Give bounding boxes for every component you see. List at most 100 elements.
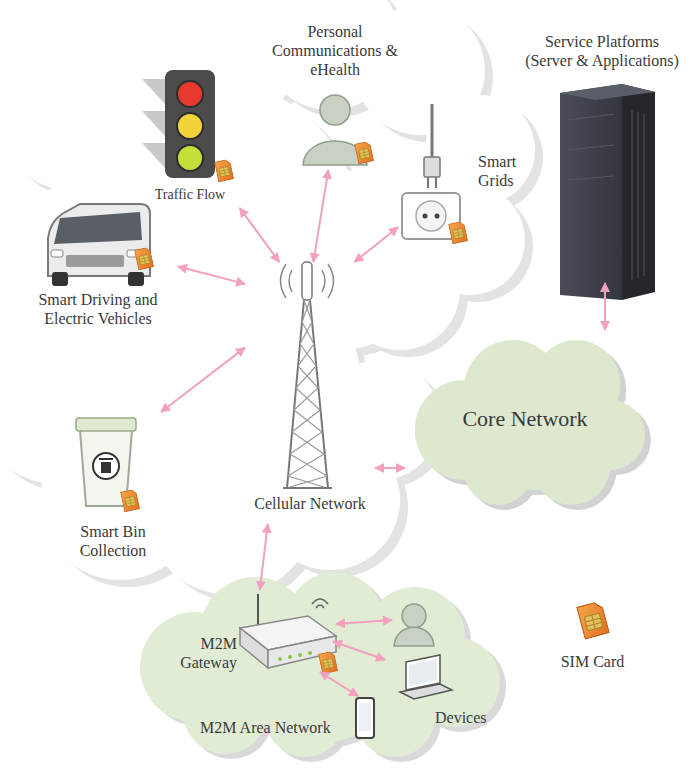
- traffic-light: [142, 111, 166, 137]
- device-link-arrows: [336, 620, 392, 624]
- server-icon: [560, 84, 655, 100]
- device-icons: [356, 604, 452, 738]
- tower-node: Cellular Network: [245, 262, 375, 524]
- gateway-icon: [240, 628, 268, 668]
- plug-socket-icon: [402, 104, 468, 244]
- bin-icon: [76, 418, 140, 512]
- cloud-fill: [183, 670, 267, 754]
- link-arrow: [178, 267, 245, 284]
- server-icon: [560, 84, 655, 300]
- sim-card-icon: [577, 601, 609, 639]
- link-arrow: [313, 170, 328, 262]
- devices-node: Devices: [385, 598, 500, 741]
- cell-tower: [310, 300, 328, 488]
- van-icon: [52, 272, 68, 286]
- gateway-icon: [268, 636, 336, 668]
- van-icon: [48, 204, 150, 276]
- sim-card-icon: [573, 598, 613, 644]
- gateway-icon: [288, 655, 292, 659]
- traffic-light: [142, 79, 166, 105]
- device-link-arrows: [320, 672, 358, 696]
- background-cloud: [0, 0, 543, 602]
- link-arrow: [333, 642, 385, 660]
- server-icon: [560, 84, 622, 300]
- link-arrow: [375, 467, 405, 469]
- device-node: Smart Grids: [398, 100, 528, 242]
- device-link-arrows: [320, 620, 392, 696]
- node-label: Cellular Network: [245, 494, 375, 513]
- gateway-icon: [257, 594, 259, 630]
- cell-tower: [287, 300, 304, 488]
- bin-icon: [99, 458, 113, 460]
- sim-card-icon: [135, 247, 154, 270]
- van-icon: [54, 212, 142, 244]
- node-label: Smart Driving and Electric Vehicles: [18, 290, 178, 328]
- plug-socket-icon: [424, 157, 440, 177]
- gateway-icon: [240, 616, 336, 650]
- person-icon: [303, 141, 367, 165]
- device-icons: [356, 698, 374, 738]
- plug-socket-icon: [423, 214, 428, 219]
- gateway-icon: [240, 594, 338, 674]
- node-label: Service Platforms (Server & Applications…: [522, 32, 682, 70]
- link-arrow: [604, 283, 606, 330]
- van-icon: [128, 272, 144, 286]
- gateway-icon: [312, 599, 328, 608]
- node-label: Devices: [435, 708, 500, 727]
- device-node: Traffic Flow: [135, 68, 245, 208]
- gateway-icon: [308, 651, 312, 655]
- device-icons: [406, 655, 440, 690]
- bin-icon: [76, 418, 136, 431]
- legend-entry: SIM Card: [545, 598, 640, 674]
- device-icons: [409, 659, 437, 686]
- bin-icon: [93, 453, 119, 479]
- plug-socket-icon: [435, 214, 440, 219]
- cell-tower: [283, 487, 332, 489]
- node-label: Core Network: [405, 406, 645, 432]
- traffic-light: [142, 143, 166, 169]
- link-arrow: [260, 524, 268, 590]
- cell-tower: [288, 300, 327, 488]
- link-arrow: [240, 208, 280, 262]
- link-arrow: [355, 227, 399, 262]
- cloud-fill: [140, 572, 500, 757]
- legend-label: SIM Card: [545, 652, 640, 671]
- plug-socket-icon: [416, 201, 446, 231]
- cell-tower: [302, 262, 312, 300]
- device-icons: [400, 684, 452, 699]
- gateway-icon: [298, 653, 302, 657]
- plug-socket-icon: [431, 104, 434, 160]
- device-icons: [359, 703, 371, 731]
- gateway-icon: [278, 657, 282, 661]
- bin-icon: [101, 462, 111, 473]
- area-network-cloud: M2M Area NetworkM2M GatewayDevices: [135, 572, 505, 757]
- sim-card-icon: [319, 651, 338, 674]
- sim-card-icon: [121, 489, 140, 512]
- device-icons: [394, 627, 434, 646]
- server-icon: [632, 110, 644, 280]
- traffic-light: [177, 145, 203, 171]
- node-label: M2M Gateway: [165, 634, 237, 672]
- cell-tower: [281, 262, 334, 488]
- bin-icon: [80, 430, 132, 506]
- plug-socket-icon: [435, 177, 437, 188]
- van-icon: [66, 255, 124, 267]
- cloud-shadow: [146, 577, 506, 762]
- device-node: Smart Driving and Electric Vehicles: [18, 198, 178, 338]
- node-label: Traffic Flow: [135, 186, 245, 203]
- device-icons: [402, 604, 426, 628]
- van-icon: [51, 250, 63, 257]
- van-icon: [127, 250, 139, 257]
- device-node: Smart Bin Collection: [58, 412, 168, 572]
- traffic-light: [165, 70, 215, 178]
- person-icon: [303, 95, 374, 165]
- link-arrow: [161, 348, 245, 412]
- traffic-light: [142, 70, 234, 182]
- sim-card-icon: [449, 221, 468, 244]
- server-node: Service Platforms (Server & Applications…: [515, 28, 690, 283]
- server-icon: [568, 114, 614, 180]
- plug-socket-icon: [427, 177, 429, 188]
- gateway-node: M2M Gateway: [165, 590, 333, 685]
- plug-socket-icon: [402, 193, 460, 239]
- cell-tower: [287, 300, 327, 488]
